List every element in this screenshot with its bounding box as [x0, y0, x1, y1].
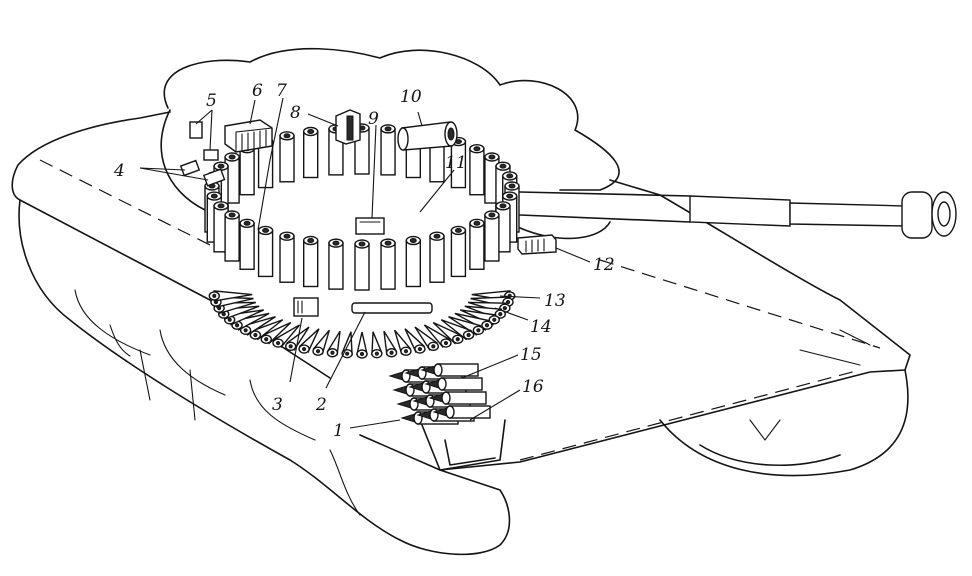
- callout-8: 8: [290, 103, 301, 123]
- ammo-stack-front: [388, 363, 491, 425]
- projectile: [312, 329, 330, 356]
- box-4a: [179, 159, 201, 177]
- front-plate: [419, 419, 506, 471]
- cartridge-case: [380, 124, 396, 176]
- projectile: [414, 326, 439, 352]
- left-track-detail: [74, 289, 361, 516]
- cartridge-case: [239, 144, 255, 196]
- callout-10: 10: [400, 87, 422, 107]
- cartridge-case: [354, 239, 370, 291]
- ammo-fan-projectiles: [208, 290, 516, 359]
- turret-outline: [160, 47, 620, 240]
- callout-11: 11: [445, 153, 467, 173]
- cartridge-case: [469, 218, 485, 270]
- cartridge-case: [469, 144, 485, 196]
- stacked-round: [432, 405, 491, 419]
- cartridge-case: [279, 231, 295, 283]
- hull-front-edge: [39, 159, 881, 461]
- cartridge-case: [328, 238, 344, 290]
- cartridge-case: [279, 131, 295, 183]
- callout-5: 5: [206, 91, 217, 111]
- projectile: [208, 290, 253, 302]
- callout-4: 4: [113, 161, 125, 181]
- callout-2: 2: [315, 395, 327, 415]
- projectile: [404, 328, 426, 354]
- callout-14: 14: [530, 317, 552, 337]
- box-6: [224, 119, 273, 153]
- stacked-round: [420, 363, 479, 377]
- projectile: [440, 319, 475, 341]
- cartridge-case: [405, 235, 422, 288]
- box-8: [335, 109, 361, 145]
- cartridge-case: [450, 225, 467, 278]
- cartridge-case: [302, 126, 319, 179]
- box-4b: [202, 168, 226, 187]
- projectile: [394, 329, 412, 356]
- cartridge-case: [224, 210, 240, 262]
- stacked-round: [428, 391, 487, 405]
- projectile: [432, 321, 464, 345]
- projectile: [326, 330, 341, 358]
- cartridge-case: [484, 210, 500, 262]
- box-3: [293, 297, 319, 317]
- projectile: [272, 324, 301, 348]
- projectile: [249, 319, 284, 341]
- projectile: [356, 331, 368, 359]
- main-gun: [519, 191, 957, 239]
- box-5a: [189, 121, 203, 139]
- callout-15: 15: [520, 345, 542, 365]
- callouts: 1 2 3 4 5 6 7 8 9 10 11 12 13 14 15 16: [113, 81, 615, 441]
- cartridge-case: [257, 225, 274, 278]
- right-track-detail: [749, 329, 871, 441]
- box-9: [355, 217, 385, 235]
- callout-13: 13: [544, 291, 566, 311]
- projectile: [383, 330, 398, 358]
- callout-6: 6: [252, 81, 263, 101]
- cartridge-case: [239, 218, 255, 270]
- callout-7: 7: [276, 81, 287, 101]
- projectile: [423, 324, 452, 348]
- projectile: [260, 321, 292, 345]
- long-shell-2: [351, 302, 433, 314]
- projectile: [448, 316, 485, 336]
- callout-9: 9: [368, 109, 379, 129]
- leader-lines: [139, 97, 591, 429]
- box-5b: [203, 149, 219, 161]
- projectile: [371, 331, 383, 359]
- callout-3: 3: [272, 395, 283, 415]
- cartridge-case: [380, 238, 396, 290]
- callout-1: 1: [333, 421, 344, 441]
- cylinder-10: [397, 121, 458, 151]
- callout-12: 12: [593, 255, 615, 275]
- projectile: [298, 328, 320, 354]
- right-track: [659, 369, 909, 477]
- left-track: [18, 199, 511, 556]
- cartridge-case: [429, 231, 445, 283]
- box-12: [517, 234, 557, 255]
- callout-16: 16: [522, 377, 544, 397]
- cartridge-case: [302, 235, 319, 288]
